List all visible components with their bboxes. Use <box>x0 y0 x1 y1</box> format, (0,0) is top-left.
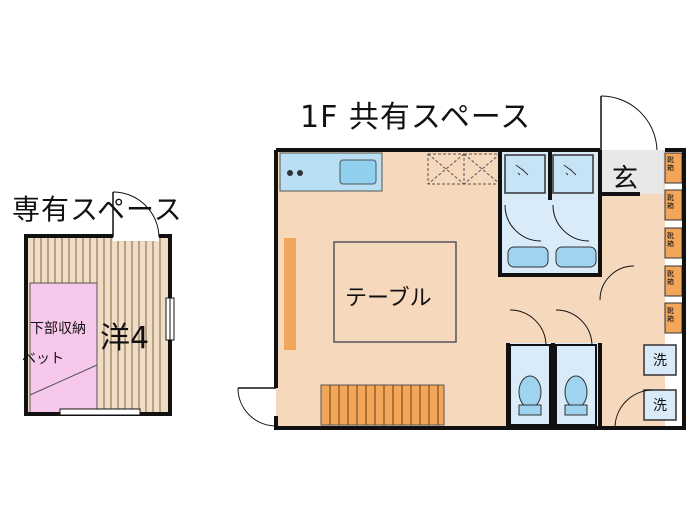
shoe-box-label-1: 靴箱 <box>667 156 674 172</box>
toilet-2 <box>564 375 588 409</box>
bed-storage-label: 下部収納 <box>30 321 86 337</box>
bed-label: ベット <box>22 351 64 367</box>
shoe-box-label-5: 靴箱 <box>667 307 674 323</box>
table-label: テーブル <box>345 286 432 311</box>
common-walls <box>274 148 686 430</box>
shoe-box-label-3: 靴箱 <box>667 232 674 248</box>
common-space <box>237 95 686 430</box>
washing-machine-1 <box>643 344 677 376</box>
private-room <box>24 191 175 416</box>
stairs <box>320 384 445 426</box>
door-swing <box>112 191 160 238</box>
washing-machine-2 <box>643 389 677 421</box>
shoe-box-label-4: 靴箱 <box>667 270 674 286</box>
private-space-title: 専有スペース <box>12 193 183 226</box>
entrance-door-swing <box>600 95 658 151</box>
washer-label-1: 洗 <box>653 353 667 369</box>
shower-2 <box>552 154 594 194</box>
common-space-title: 1F 共有スペース <box>300 100 532 135</box>
shower-1 <box>504 154 546 194</box>
entrance-label: 玄 <box>612 164 639 194</box>
sink <box>339 159 377 185</box>
shoe-box-label-2: 靴箱 <box>667 194 674 210</box>
wash-basin-2 <box>555 246 597 268</box>
room-label-4jo: 洋4 <box>100 321 150 356</box>
wash-basin-1 <box>507 246 549 268</box>
washer-label-2: 洗 <box>653 398 667 414</box>
table <box>333 241 457 343</box>
toilet-1 <box>518 375 542 409</box>
side-counter <box>284 238 296 350</box>
